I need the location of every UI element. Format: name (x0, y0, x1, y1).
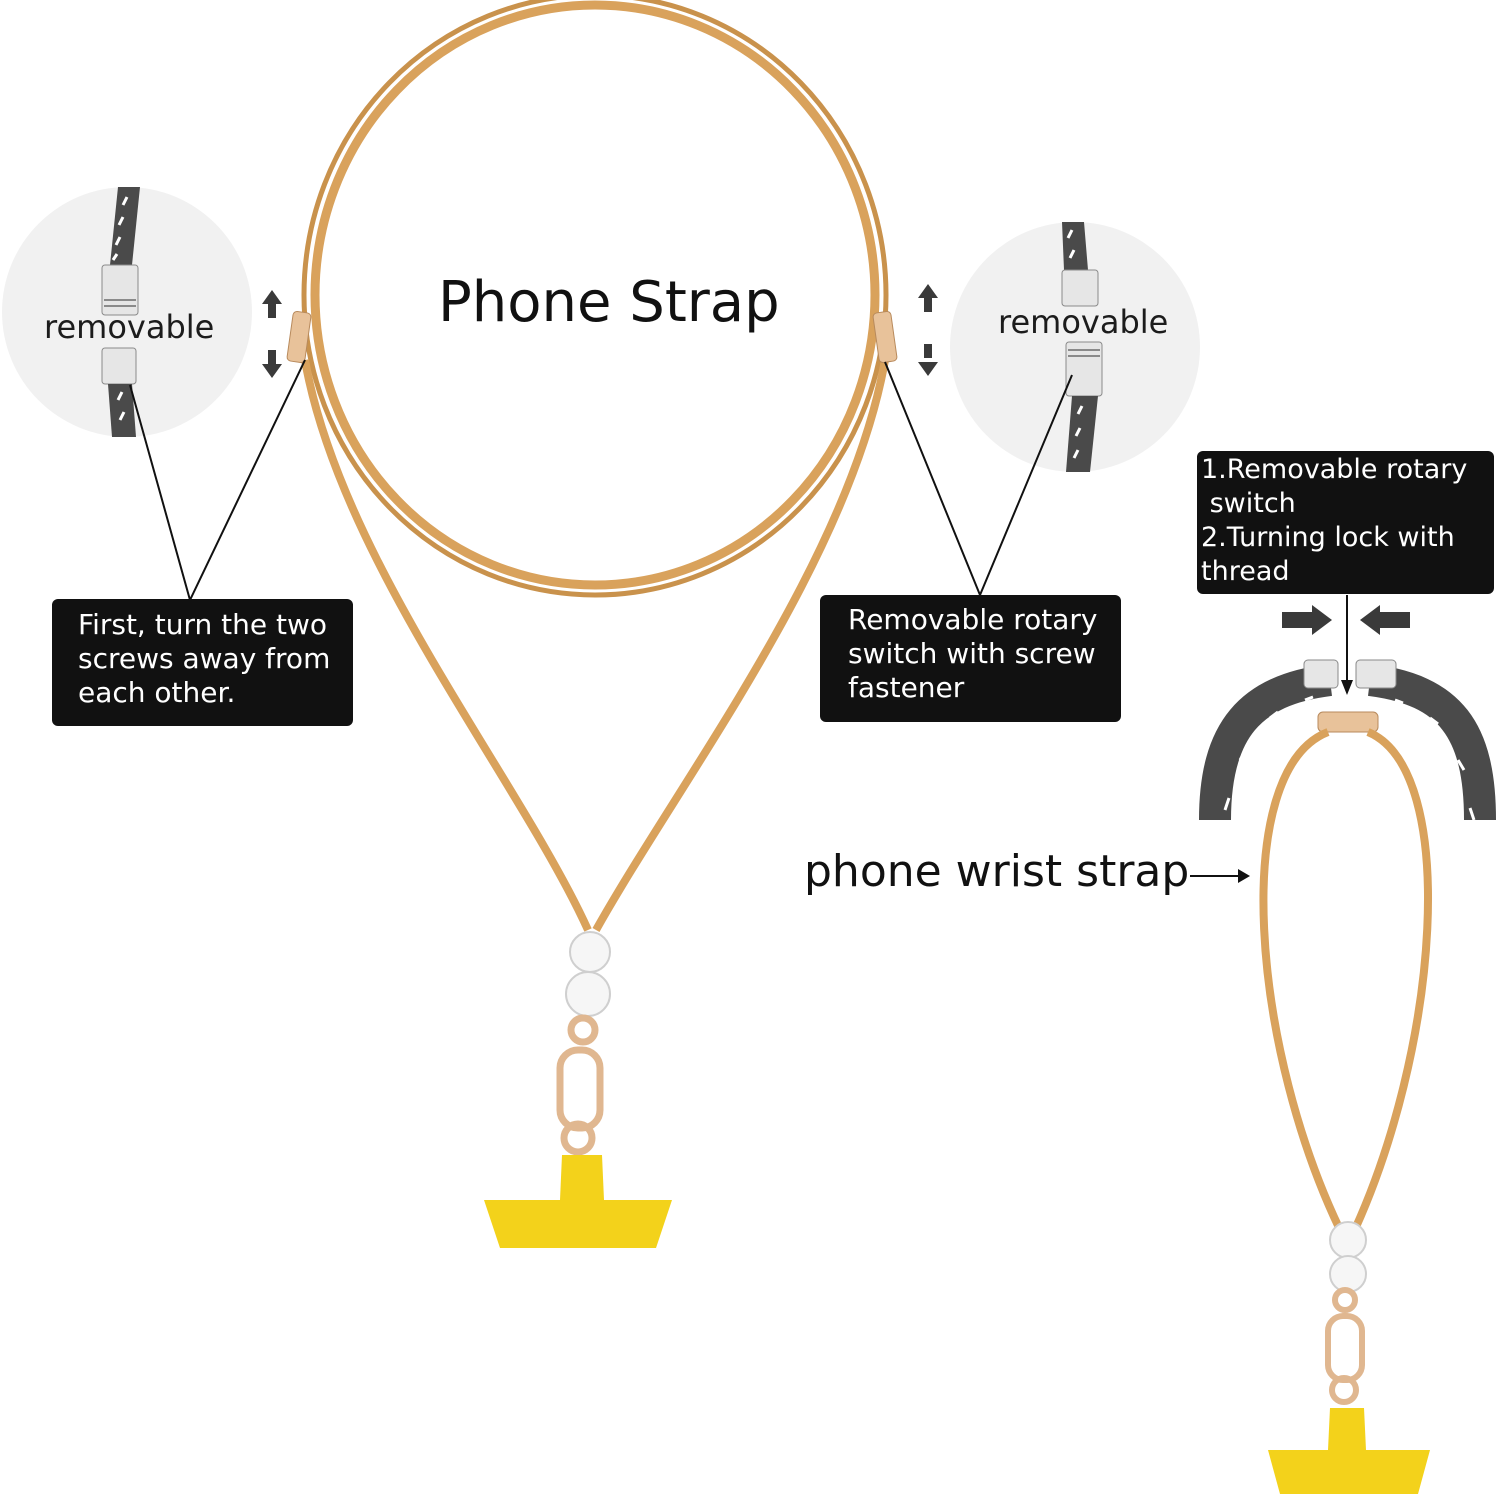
page-title: Phone Strap (438, 270, 780, 335)
arrow-left-icon (1360, 605, 1380, 635)
wrist-cord-left (1259, 728, 1349, 1242)
clasp-icon (1325, 1287, 1365, 1405)
pearl-icon (569, 931, 611, 973)
right-callout: Removable rotary switch with screw faste… (820, 595, 1121, 722)
arrow-right-icon (1238, 869, 1250, 883)
pearl-icon (1329, 1221, 1367, 1259)
wrist-callout-line-1: 1.Removable rotary (1201, 454, 1468, 485)
wrist-cord-right (1346, 728, 1432, 1242)
right-callout-line-2: switch with screw (848, 637, 1096, 670)
left-callout-line-1: First, turn the two (78, 608, 327, 641)
pearl-icon (1329, 1255, 1367, 1293)
left-callout-line-3: each other. (78, 676, 236, 709)
strap-cord-right (592, 359, 889, 932)
wrist-callout-line-3: 2.Turning lock with (1201, 522, 1455, 553)
wrist-connector (1317, 711, 1379, 733)
right-callout-line-3: fastener (848, 671, 965, 704)
right-lanyard-detail (1061, 222, 1103, 472)
right-zoom-label: removable (998, 303, 1169, 341)
left-zoom-label: removable (44, 308, 215, 346)
pearl-icon (565, 971, 611, 1017)
strap-loop (310, 0, 880, 590)
wrist-callout-line-4: thread (1201, 556, 1290, 587)
wrist-strap-label: phone wrist strap (804, 846, 1190, 897)
right-callout-line-1: Removable rotary (848, 603, 1098, 636)
wrist-callout: 1.Removable rotary switch 2.Turning lock… (1197, 451, 1494, 594)
right-screw-connector (872, 311, 898, 363)
strap-cord-left (301, 359, 592, 932)
arrow-right-icon (1312, 605, 1332, 635)
arrow-up-icon (262, 290, 282, 304)
phone-tab (484, 1200, 672, 1248)
arrow-up-icon (918, 284, 938, 298)
wrist-phone-tab (1268, 1450, 1430, 1494)
clasp-icon (556, 1014, 604, 1156)
wrist-callout-line-2: switch (1201, 488, 1296, 519)
left-screw-connector (286, 311, 312, 363)
left-callout-line-2: screws away from (78, 642, 331, 675)
left-callout: First, turn the two screws away from eac… (52, 599, 353, 726)
wrist-lanyard-left (1199, 664, 1333, 821)
left-lanyard-detail (101, 187, 140, 437)
arrow-down-icon (262, 364, 282, 378)
arrow-down-icon (918, 362, 938, 376)
wrist-lanyard-right (1367, 664, 1496, 821)
